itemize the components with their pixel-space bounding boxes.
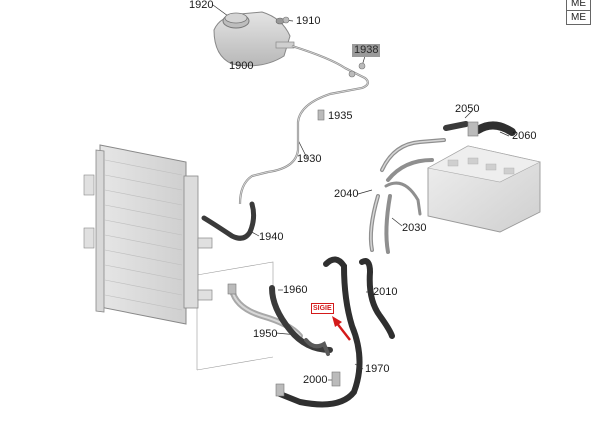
inverter-hoses [368, 138, 446, 254]
label-1938[interactable]: 1938 [352, 44, 381, 57]
radiator [83, 144, 213, 325]
label-2060[interactable]: 2060 [512, 130, 537, 142]
label-1970[interactable]: 1970 [365, 363, 390, 375]
label-2050[interactable]: 2050 [455, 103, 480, 115]
ref-cell-2: ME [566, 10, 591, 25]
label-2000[interactable]: 2000 [303, 374, 328, 386]
electronics-module [427, 145, 541, 233]
label-2030[interactable]: 2030 [402, 222, 427, 234]
label-1900[interactable]: 1900 [229, 60, 254, 72]
hose-1940 [201, 201, 257, 241]
red-arrow [332, 316, 351, 341]
callout-label[interactable]: SIGIE [311, 303, 334, 314]
label-1920[interactable]: 1920 [189, 0, 214, 11]
label-1910[interactable]: 1910 [296, 15, 321, 27]
label-2040[interactable]: 2040 [334, 188, 359, 200]
label-1930[interactable]: 1930 [297, 153, 322, 165]
label-2010[interactable]: 2010 [373, 286, 398, 298]
part-2050 [443, 121, 469, 131]
reference-table: ME ME [566, 0, 591, 25]
lower-hoses [229, 256, 395, 408]
label-1940[interactable]: 1940 [259, 231, 284, 243]
hose-2060 [474, 121, 516, 136]
label-1950[interactable]: 1950 [253, 328, 278, 340]
label-1935[interactable]: 1935 [328, 110, 353, 122]
ref-cell-1: ME [566, 0, 591, 11]
expansion-tank [213, 11, 295, 67]
label-1960[interactable]: 1960 [283, 284, 308, 296]
